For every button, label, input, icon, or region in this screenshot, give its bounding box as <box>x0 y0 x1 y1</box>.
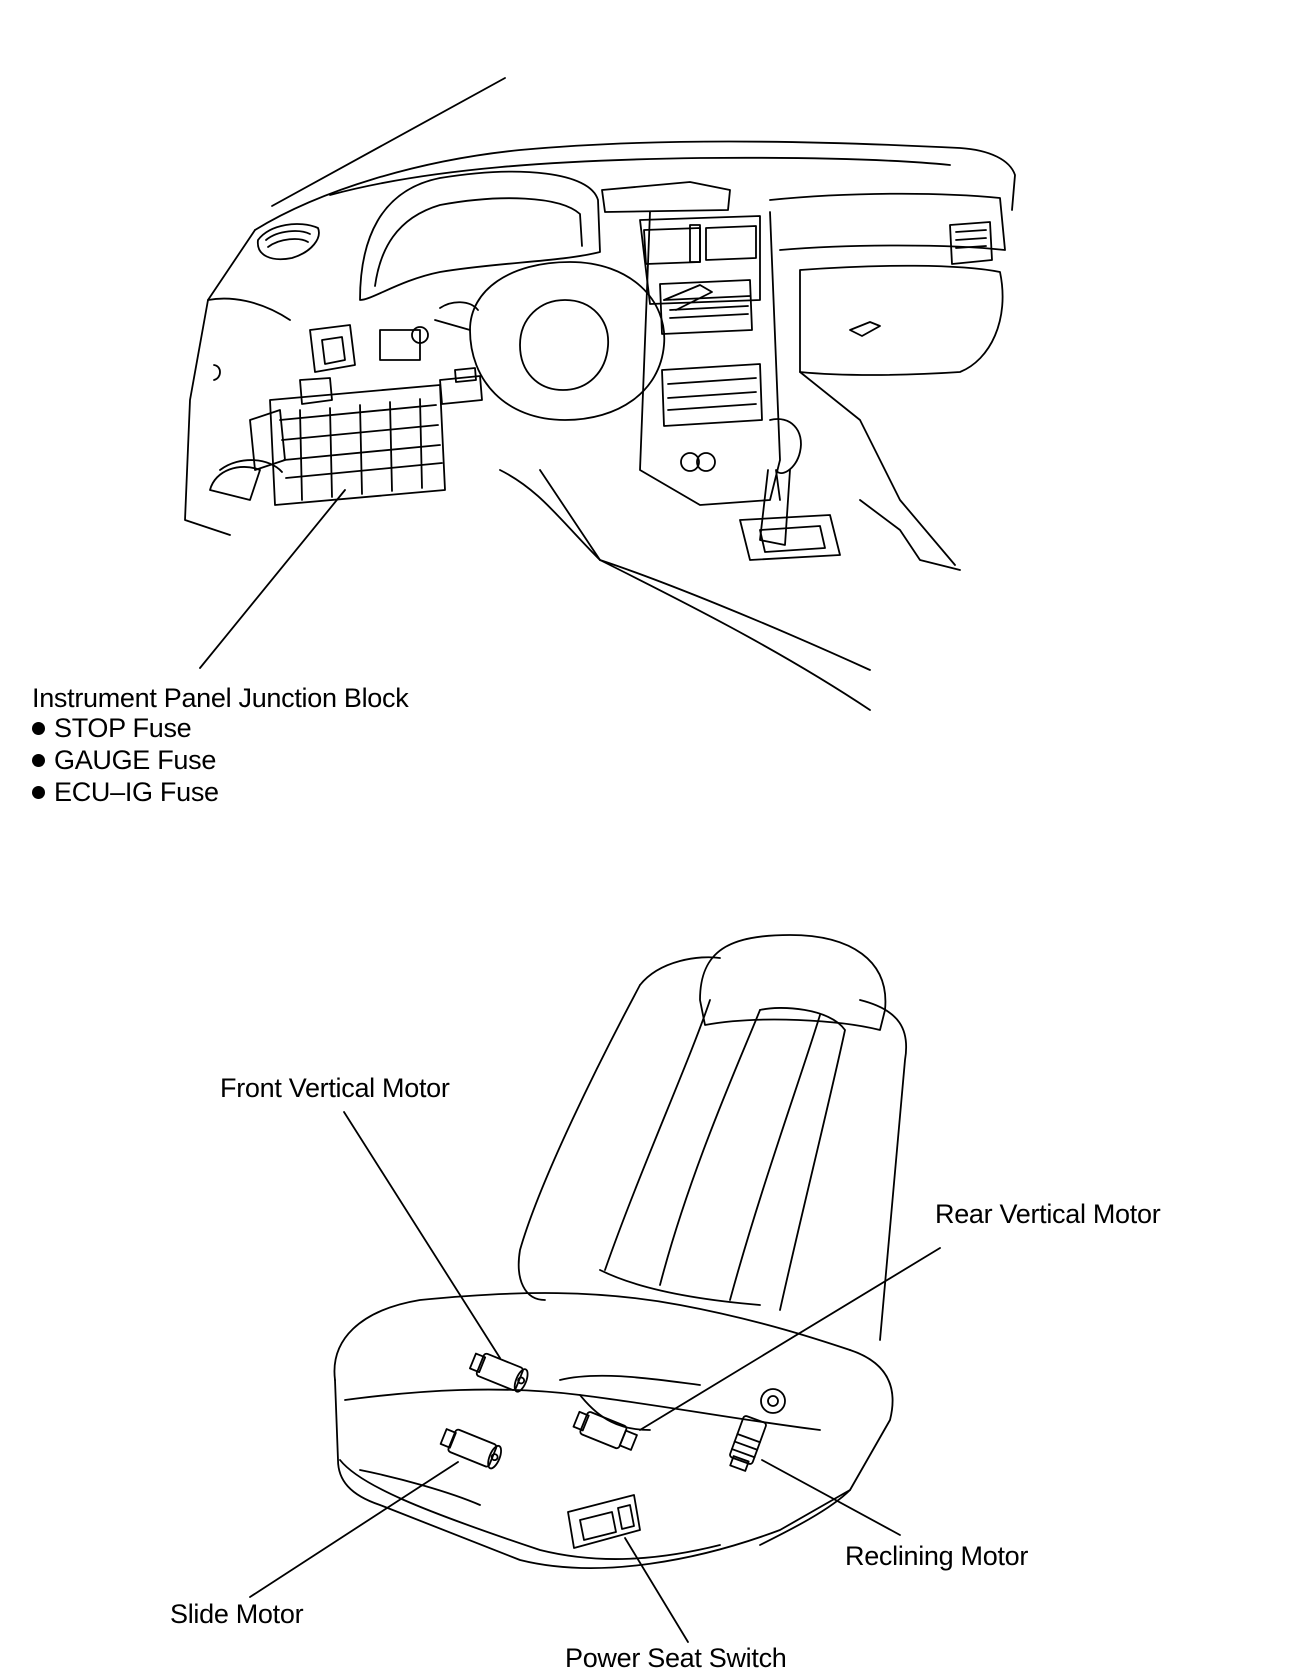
slide-motor-leader-line <box>249 1461 459 1598</box>
junction-block-leader-line <box>199 489 346 669</box>
bullet-icon <box>32 722 45 735</box>
fuse-list-item: STOP Fuse <box>32 712 219 744</box>
power-seat-switch-label: Power Seat Switch <box>565 1643 787 1673</box>
rear-vertical-motor-label: Rear Vertical Motor <box>935 1199 1161 1229</box>
reclining-motor-label: Reclining Motor <box>845 1541 1029 1571</box>
slide-motor-label: Slide Motor <box>170 1599 304 1629</box>
front-vertical-motor-leader-line <box>343 1111 501 1359</box>
power-seat-switch-leader-line <box>624 1537 689 1643</box>
reclining-motor-leader-line <box>761 1459 901 1536</box>
fuse-list-item: GAUGE Fuse <box>32 744 219 776</box>
front-vertical-motor-label: Front Vertical Motor <box>220 1073 450 1103</box>
rear-vertical-motor-leader-line <box>639 1247 941 1431</box>
dashboard-illustration <box>184 77 1016 711</box>
fuse-list: STOP Fuse GAUGE Fuse ECU–IG Fuse <box>32 712 219 808</box>
seat-illustration <box>333 934 907 1569</box>
bullet-icon <box>32 786 45 799</box>
fuse-list-item: ECU–IG Fuse <box>32 776 219 808</box>
junction-block-label: Instrument Panel Junction Block <box>32 683 409 713</box>
bullet-icon <box>32 754 45 767</box>
